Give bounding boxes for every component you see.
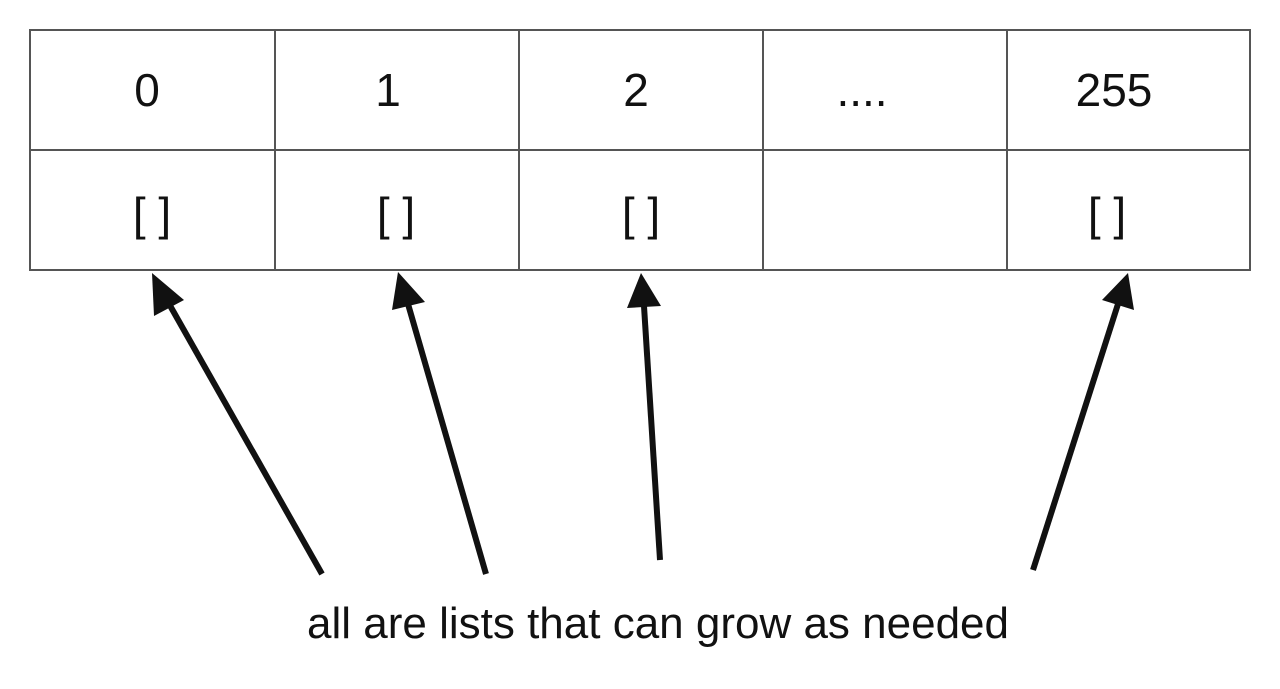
index-label-3: .... [836,64,887,116]
slot-labels: [ ] [ ] [ ] [ ] [133,188,1126,240]
index-label-0: 0 [134,64,160,116]
arrow-to-slot-0 [152,273,325,576]
slot-cell-4 [1006,149,1251,271]
slot-label-0: [ ] [133,188,171,240]
arrow-to-slot-2 [627,273,663,561]
index-label-4: 255 [1076,64,1153,116]
caption: all are lists that can grow as needed [307,599,1009,648]
slot-label-2: [ ] [622,188,660,240]
arrows [152,272,1134,576]
arrow-to-slot-4 [1030,273,1134,571]
index-label-1: 1 [375,64,401,116]
slot-label-1: [ ] [377,188,415,240]
table-grid [29,29,1251,271]
arrow-to-slot-1 [392,272,489,575]
slot-label-4: [ ] [1088,188,1126,240]
index-label-2: 2 [623,64,649,116]
index-labels: 0 1 2 .... 255 [134,64,1152,116]
slot-cell-3 [762,149,1008,271]
